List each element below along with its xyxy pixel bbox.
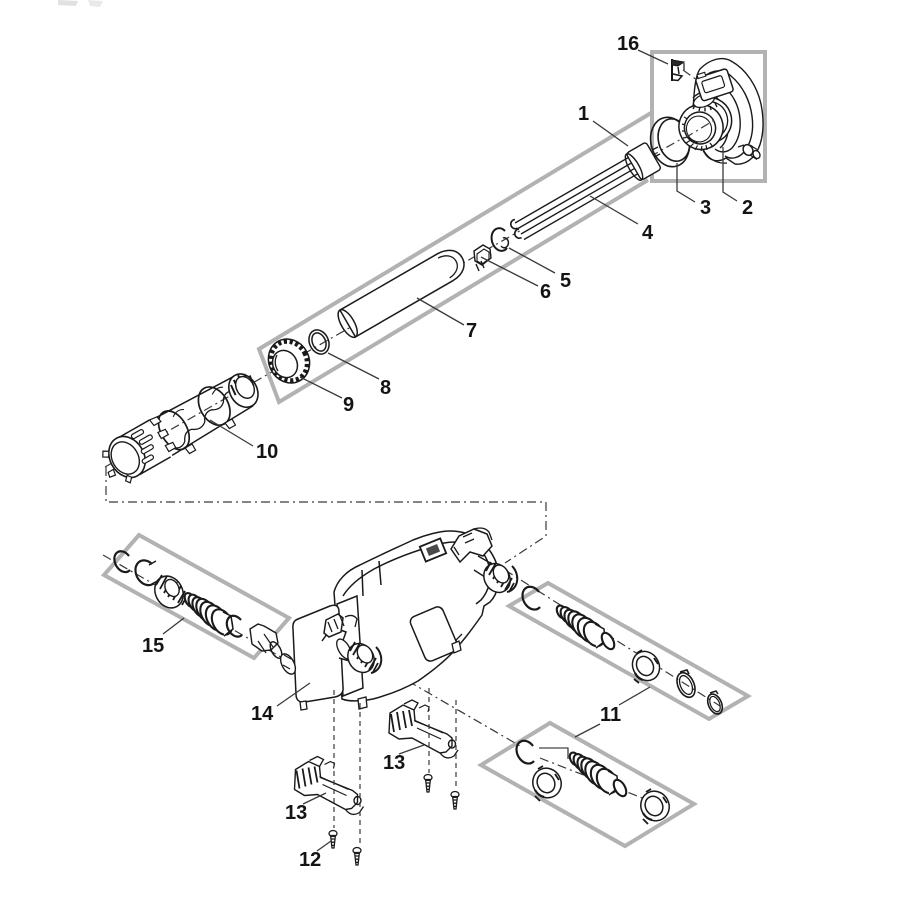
svg-text:3: 3 (700, 197, 711, 219)
svg-text:10: 10 (256, 441, 278, 463)
svg-text:6: 6 (540, 281, 551, 303)
svg-text:11: 11 (600, 704, 621, 726)
svg-text:16: 16 (617, 33, 639, 55)
svg-text:14: 14 (251, 703, 274, 725)
svg-text:13: 13 (383, 752, 405, 774)
svg-text:5: 5 (560, 270, 571, 292)
svg-text:1: 1 (578, 103, 589, 125)
svg-text:15: 15 (142, 635, 164, 657)
svg-text:7: 7 (466, 320, 477, 342)
svg-text:9: 9 (343, 394, 354, 416)
svg-text:8: 8 (380, 377, 391, 399)
svg-text:2: 2 (742, 197, 753, 219)
svg-text:4: 4 (642, 222, 654, 244)
svg-text:12: 12 (299, 849, 321, 871)
svg-text:13: 13 (285, 802, 307, 824)
